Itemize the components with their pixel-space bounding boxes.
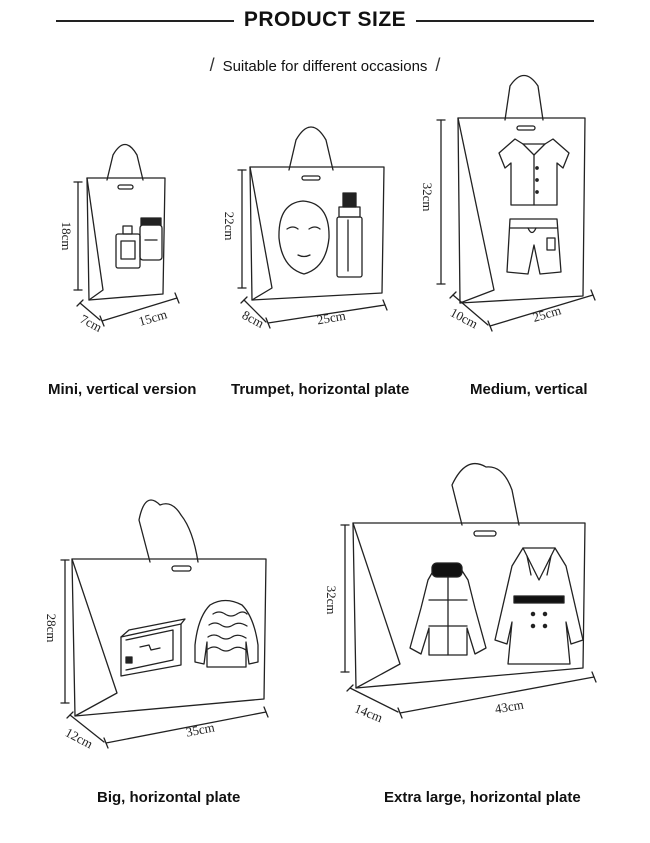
- bag-body: [71, 558, 267, 717]
- sweater-icon: [194, 599, 259, 668]
- subtitle: / Suitable for different occasions /: [0, 55, 650, 76]
- label-depth: 7cm: [78, 311, 105, 335]
- handle-hole: [301, 175, 321, 181]
- bag-body: [352, 522, 586, 689]
- handle-hole: [473, 530, 497, 537]
- caption-trumpet: Trumpet, horizontal plate: [231, 381, 410, 398]
- bag-medium: 32cm 10cm 25cm: [420, 74, 596, 332]
- caption-medium: Medium, vertical: [470, 381, 588, 398]
- dimension-depth: [240, 296, 267, 323]
- dimension-height: [73, 181, 83, 291]
- header-rule-left: [56, 20, 234, 22]
- slash-right-icon: /: [435, 55, 441, 75]
- dimension-height: [340, 524, 350, 673]
- label-depth: 10cm: [448, 305, 481, 332]
- dimension-height: [60, 559, 70, 704]
- label-height: 32cm: [420, 183, 435, 212]
- label-height: 32cm: [324, 586, 339, 615]
- caption-big: Big, horizontal plate: [97, 789, 241, 806]
- bag-handle: [451, 462, 520, 526]
- face-mask-icon: [278, 200, 330, 275]
- dimension-depth: [346, 684, 399, 713]
- bag-side-fold: [352, 522, 401, 689]
- dimension-width: [103, 706, 269, 749]
- label-width: 15cm: [137, 306, 169, 328]
- dimension-width: [99, 292, 180, 327]
- lotion-bottle-icon: [336, 192, 363, 278]
- dimension-height: [436, 119, 446, 285]
- shirt-icon: [498, 138, 570, 206]
- handle-hole: [117, 184, 134, 190]
- dimension-height: [237, 169, 247, 289]
- bag-handle: [288, 126, 334, 171]
- bag-extra-large: 32cm 14cm 43cm: [324, 462, 597, 725]
- label-width: 43cm: [494, 697, 525, 717]
- bag-handle: [138, 499, 199, 563]
- bag-side-fold: [457, 117, 495, 304]
- label-depth: 8cm: [240, 307, 267, 331]
- bag-side-fold: [249, 166, 273, 301]
- dimension-width: [397, 671, 597, 719]
- label-depth: 12cm: [63, 725, 96, 752]
- dimension-width: [265, 299, 388, 329]
- bag-trumpet: 22cm 8cm 25cm: [222, 126, 388, 331]
- label-width: 25cm: [316, 308, 347, 328]
- bag-handle: [504, 74, 544, 121]
- label-width: 25cm: [531, 302, 563, 324]
- page-header: PRODUCT SIZE: [0, 6, 650, 36]
- bag-body: [249, 166, 385, 301]
- page-title: PRODUCT SIZE: [243, 8, 407, 31]
- slash-left-icon: /: [209, 55, 215, 75]
- perfume-bottle-icon: [115, 225, 141, 269]
- dimension-depth: [449, 291, 489, 326]
- subtitle-text: Suitable for different occasions: [222, 58, 428, 75]
- handle-hole: [516, 125, 536, 131]
- trench-coat-icon: [494, 547, 584, 665]
- bag-handle: [106, 143, 144, 181]
- shorts-icon: [506, 218, 562, 275]
- bag-body: [457, 117, 586, 304]
- storage-box-icon: [120, 618, 186, 677]
- dimension-depth: [76, 299, 101, 321]
- header-rule-right: [416, 20, 594, 22]
- caption-extra-large: Extra large, horizontal plate: [384, 789, 581, 806]
- label-width: 35cm: [185, 719, 216, 739]
- dimension-depth: [66, 711, 105, 743]
- label-height: 18cm: [59, 222, 74, 251]
- bag-side-fold: [86, 177, 104, 301]
- bag-big: 28cm 12cm 35cm: [44, 499, 269, 752]
- label-height: 22cm: [222, 212, 237, 241]
- bag-body: [86, 177, 166, 301]
- bag-mini: 18cm 7cm 15cm: [59, 143, 180, 335]
- bag-side-fold: [71, 558, 118, 717]
- label-depth: 14cm: [352, 700, 384, 725]
- label-height: 28cm: [44, 614, 59, 643]
- cream-jar-icon: [139, 217, 163, 261]
- handle-hole: [171, 565, 192, 572]
- dimension-width: [487, 289, 596, 332]
- puffer-jacket-icon: [409, 562, 487, 656]
- caption-mini: Mini, vertical version: [48, 381, 197, 398]
